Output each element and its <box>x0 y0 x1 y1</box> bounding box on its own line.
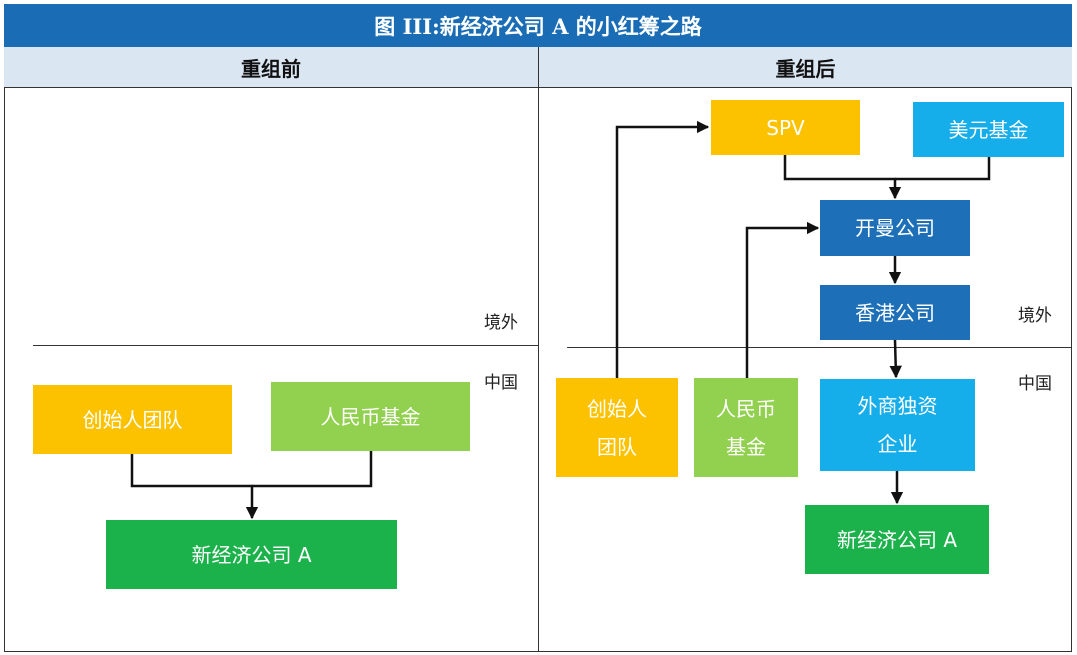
box-company-a-after: 新经济公司 A <box>805 505 989 574</box>
region-label-outside-after: 境外 <box>1018 306 1052 326</box>
box-hk-company: 香港公司 <box>820 285 970 340</box>
box-rmb-fund-before: 人民币基金 <box>271 382 470 451</box>
diagram-title: 图 III:新经济公司 A 的小红筹之路 <box>4 4 1072 47</box>
box-spv: SPV <box>711 100 860 155</box>
box-usd-fund: 美元基金 <box>913 102 1064 157</box>
region-label-china-after: 中国 <box>1018 374 1052 394</box>
link-spv-to-cayman <box>783 155 902 200</box>
box-rmb-fund-after-line1: 人民币 <box>716 396 776 421</box>
box-founders-after: 创始人 团队 <box>556 378 678 477</box>
box-rmb-fund-after-line2: 基金 <box>726 434 766 459</box>
link-founders-to-company-before <box>130 454 259 520</box>
region-label-china-before: 中国 <box>484 373 518 393</box>
link-usdfund-to-cayman <box>895 157 991 181</box>
box-wfoe: 外商独资 企业 <box>820 379 975 471</box>
box-founders-before: 创始人团队 <box>33 385 232 454</box>
link-rmbfund-to-company-before <box>252 451 373 488</box>
box-rmb-fund-after: 人民币 基金 <box>694 378 798 477</box>
region-label-outside-before: 境外 <box>484 313 518 333</box>
link-founders-to-spv <box>615 120 710 378</box>
border-line-after <box>567 347 1072 348</box>
box-founders-after-line2: 团队 <box>597 434 637 459</box>
box-wfoe-line2: 企业 <box>877 432 918 456</box>
border-line-before <box>33 345 538 346</box>
box-company-a-before: 新经济公司 A <box>106 520 397 589</box>
box-wfoe-line1: 外商独资 <box>857 394 938 418</box>
header-after: 重组后 <box>539 47 1072 88</box>
header-before: 重组前 <box>4 47 538 88</box>
link-hk-to-wfoe <box>889 339 902 379</box>
column-divider <box>538 47 539 652</box>
box-founders-after-line1: 创始人 <box>587 396 647 421</box>
link-rmbfund-to-cayman <box>745 221 820 378</box>
box-cayman-company: 开曼公司 <box>820 200 970 256</box>
